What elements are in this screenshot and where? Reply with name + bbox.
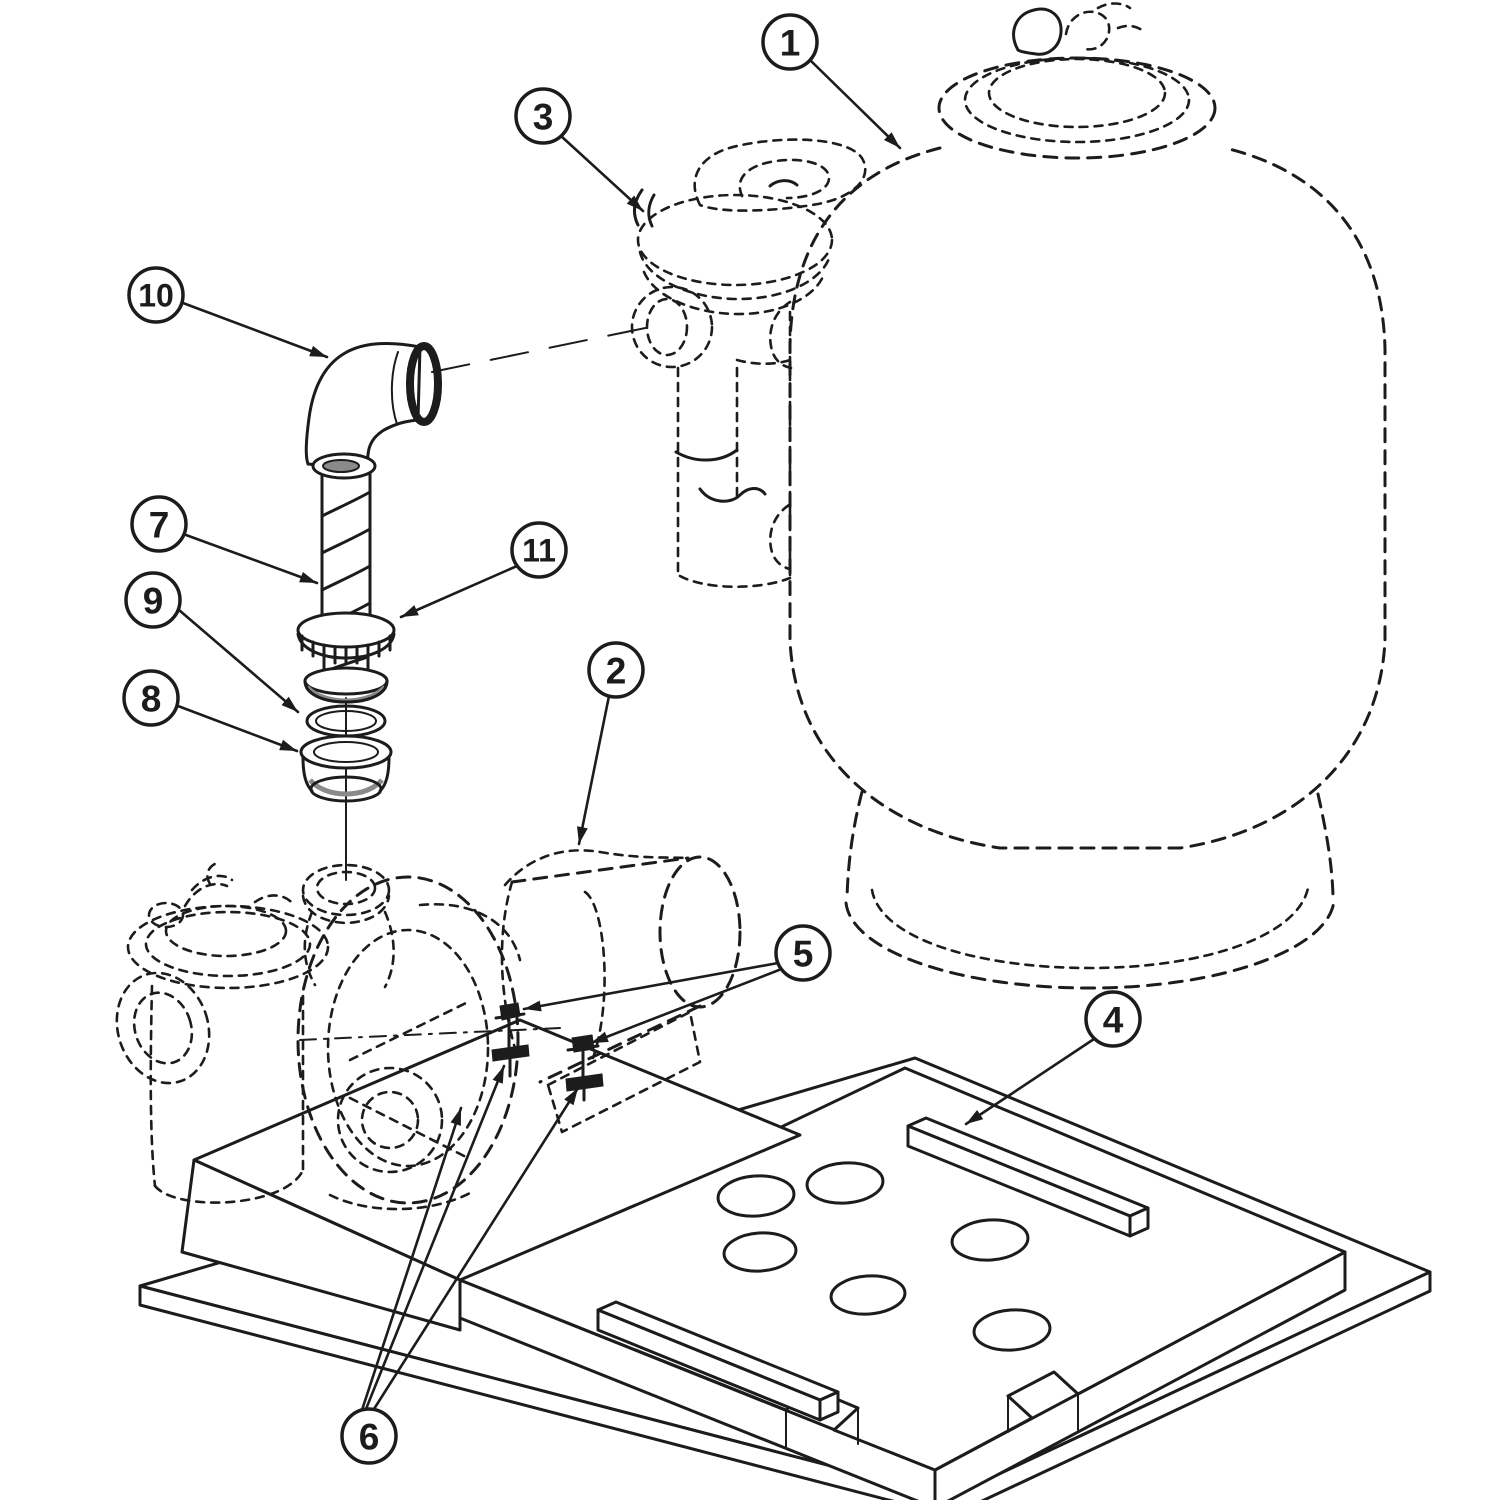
callout-2-leader-1 [577, 694, 611, 846]
callout-8: 8 [122, 669, 299, 753]
callout-1-arrowhead [884, 132, 900, 148]
callout-10-balloon [127, 266, 185, 324]
callout-8-leader-1 [176, 704, 299, 753]
callout-5-leader-2 [589, 968, 781, 1045]
callout-6-leader-2 [364, 1064, 506, 1411]
callout-4-leader-1 [964, 1037, 1096, 1126]
callout-6-arrowhead [564, 1088, 578, 1106]
callout-3-balloon [514, 87, 572, 145]
tank-skirt [844, 790, 1336, 990]
base-holes [716, 1161, 1052, 1352]
callout-layer: 1 2 3 4 5 6 7 8 9 10 11 [122, 13, 1142, 1465]
standpipe-flange [303, 666, 389, 704]
pump-assembly [115, 849, 742, 1211]
callout-11-arrowhead [401, 605, 419, 617]
callout-6-arrowhead [492, 1066, 504, 1084]
callout-3: 3 [514, 87, 645, 213]
callout-5-number: 5 [793, 933, 814, 974]
lock-ring [296, 611, 396, 675]
callout-7-balloon [130, 495, 188, 553]
callout-5-leader-1 [522, 961, 780, 1011]
callout-10-leader-1 [181, 301, 329, 359]
callout-8-arrowhead [279, 739, 297, 751]
callout-5-balloon [774, 924, 832, 982]
callout-3-leader-1 [559, 134, 645, 213]
callout-10-arrowhead [309, 345, 327, 357]
assembly-centerline-horizontal [431, 325, 656, 373]
callout-6-number: 6 [359, 1416, 380, 1457]
elbow-outlet-ring [406, 342, 442, 426]
multiport-valve [630, 138, 867, 589]
callout-5-arrowhead [524, 1000, 542, 1012]
callout-6-leader-1 [360, 1106, 463, 1412]
callout-11: 11 [399, 521, 568, 619]
callout-2-balloon [587, 641, 645, 699]
return-elbow [304, 341, 442, 480]
tank-rail-front [596, 1300, 840, 1422]
callout-8-balloon [122, 669, 180, 727]
seal-cup [299, 734, 393, 803]
callout-5-arrowhead [591, 1031, 609, 1043]
mounting-bolt-left [491, 1002, 530, 1078]
callout-7: 7 [130, 495, 319, 585]
pump-pedestal [180, 1018, 802, 1332]
valve-side-port [630, 285, 714, 369]
callout-9-balloon [124, 571, 182, 629]
mounting-bolt-right [565, 1034, 604, 1102]
callout-7-leader-1 [184, 533, 319, 585]
callout-10-number: 10 [138, 278, 174, 314]
callout-9-arrowhead [281, 696, 298, 712]
callout-11-number: 11 [522, 533, 556, 569]
callout-3-arrowhead [626, 195, 643, 211]
callout-5: 5 [522, 924, 832, 1045]
callout-4-balloon [1084, 990, 1142, 1048]
callout-11-leader-1 [399, 564, 519, 619]
callout-6-balloon [340, 1407, 398, 1465]
filter-tank [768, 2, 1387, 990]
callout-2-arrowhead [577, 826, 588, 844]
callout-6-arrowhead [450, 1108, 461, 1126]
tank-cap [1012, 2, 1146, 56]
tank-rail-back [906, 1116, 1150, 1238]
callout-2-number: 2 [606, 650, 627, 691]
callout-9-number: 9 [143, 580, 164, 621]
pump-volute [296, 875, 561, 1211]
callout-1: 1 [761, 13, 902, 150]
callout-2: 2 [577, 641, 645, 846]
callout-7-number: 7 [149, 504, 170, 545]
tank-platform [458, 1066, 1347, 1500]
callout-4: 4 [964, 990, 1142, 1126]
base-assembly [138, 1018, 1432, 1500]
callout-10: 10 [127, 266, 329, 359]
strainer-pot [115, 860, 330, 1204]
callout-1-leader-1 [808, 58, 902, 150]
callout-1-number: 1 [780, 22, 801, 63]
callout-6-leader-3 [372, 1086, 580, 1411]
callout-1-balloon [761, 13, 819, 71]
callout-4-arrowhead [966, 1110, 984, 1124]
callout-9: 9 [124, 571, 300, 714]
callout-9-leader-1 [177, 608, 300, 714]
callout-3-number: 3 [533, 96, 554, 137]
callout-6: 6 [340, 1064, 580, 1465]
callout-7-arrowhead [299, 572, 317, 583]
callout-8-number: 8 [141, 678, 162, 719]
callout-4-number: 4 [1103, 999, 1124, 1040]
callout-11-balloon [510, 521, 568, 579]
